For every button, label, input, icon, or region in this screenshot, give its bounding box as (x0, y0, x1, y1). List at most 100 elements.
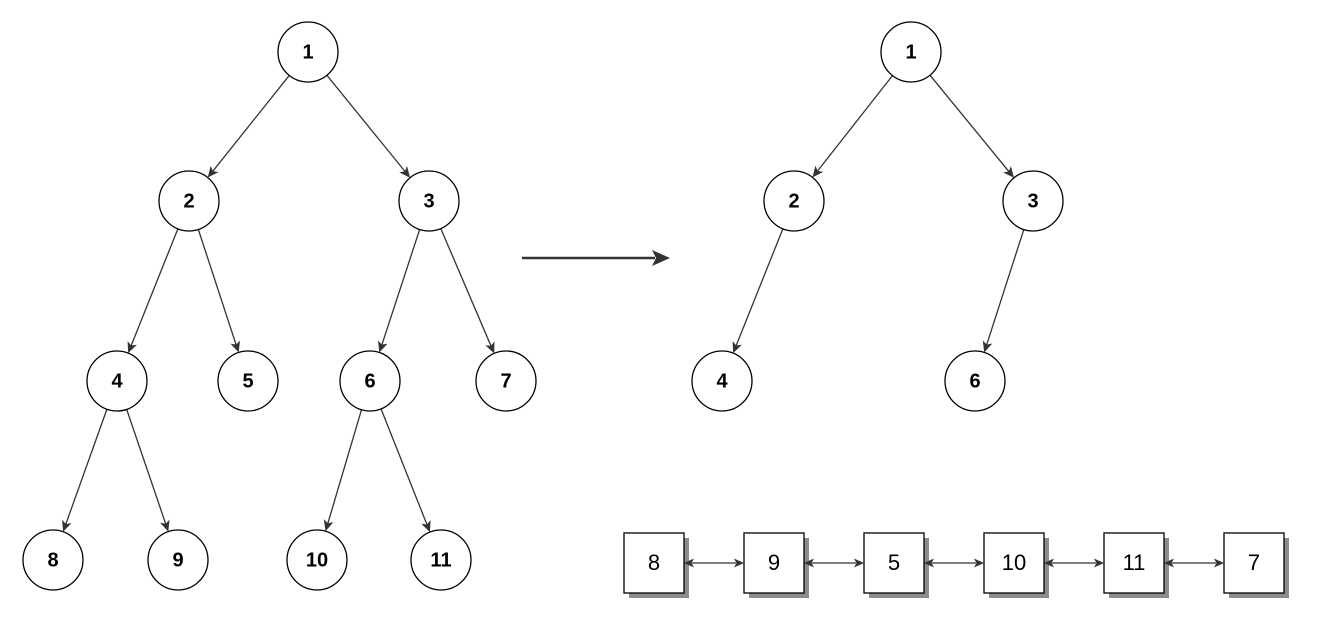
node-label: 5 (242, 370, 253, 392)
original-tree-edge-arrowhead (399, 166, 411, 178)
result-tree-edge-arrowhead (1003, 166, 1014, 178)
original-tree-edge-arrowhead (421, 520, 431, 533)
list-link-arrowhead-left (804, 558, 814, 568)
result-tree-edge-r2-r4 (735, 228, 784, 346)
result-tree-node-2: 2 (763, 170, 825, 232)
list-link (1164, 558, 1224, 568)
original-tree-node-3: 3 (398, 170, 460, 232)
node-label: 2 (183, 190, 194, 212)
list-item-box (1223, 532, 1285, 594)
list-item-label: 9 (768, 550, 780, 575)
list-link-arrowhead-right (974, 558, 984, 568)
original-tree-edge-arrowhead (323, 519, 334, 532)
node-circle (277, 21, 339, 83)
node-circle (410, 529, 472, 591)
node-label: 7 (500, 370, 511, 392)
list-link (1044, 558, 1104, 568)
list-item-label: 7 (1248, 550, 1260, 575)
result-tree-edge-arrowhead (982, 340, 993, 353)
node-circle (880, 21, 942, 83)
edges-layer (62, 74, 1025, 533)
list-link-arrowhead-right (1214, 558, 1224, 568)
list-item-9: 9 (743, 532, 809, 598)
node-label: 3 (423, 190, 434, 212)
result-tree-node-4: 4 (691, 350, 753, 412)
original-tree-edge-n2-n5 (197, 229, 237, 346)
list-item-label: 11 (1123, 550, 1146, 575)
list-link-arrowhead-left (684, 558, 694, 568)
node-label: 1 (905, 41, 916, 63)
node-circle (217, 350, 279, 412)
node-label: 1 (302, 41, 313, 63)
list-item-box (1103, 532, 1165, 594)
original-tree-node-5: 5 (217, 350, 279, 412)
node-label: 3 (1027, 190, 1038, 212)
node-circle (475, 350, 537, 412)
original-tree-edge-n6-n11 (380, 408, 428, 525)
list-link (804, 558, 864, 568)
list-item-10: 10 (983, 532, 1049, 598)
node-circle (339, 350, 401, 412)
node-label: 6 (969, 370, 980, 392)
original-tree-edge-arrowhead (62, 519, 72, 532)
result-tree-edge-arrowhead (732, 341, 742, 354)
node-circle (86, 350, 148, 412)
original-tree-edge-n3-n6 (381, 229, 421, 346)
list-link-arrowhead-left (924, 558, 934, 568)
list-link-arrowhead-left (1164, 558, 1174, 568)
list-link-arrowhead-right (854, 558, 864, 568)
original-tree-node-6: 6 (339, 350, 401, 412)
original-tree-node-8: 8 (22, 529, 84, 591)
node-circle (944, 350, 1006, 412)
transform-arrowhead (652, 250, 670, 266)
original-tree-node-11: 11 (410, 529, 472, 591)
node-label: 4 (111, 370, 123, 392)
original-tree-edge-n3-n7 (440, 228, 492, 347)
result-tree-node-6: 6 (944, 350, 1006, 412)
node-circle (691, 350, 753, 412)
node-label: 10 (306, 549, 328, 571)
list-item-label: 10 (1002, 550, 1026, 575)
result-tree-node-1: 1 (880, 21, 942, 83)
original-tree-edge-n4-n9 (126, 409, 167, 525)
node-label: 8 (47, 549, 58, 571)
result-tree-edge-r3-r6 (986, 229, 1025, 346)
original-tree-edge-n6-n10 (327, 409, 363, 524)
original-tree-edge-arrowhead (485, 341, 495, 354)
result-tree-node-3: 3 (1002, 170, 1064, 232)
original-tree-edge-arrowhead (160, 519, 170, 532)
node-label: 6 (364, 370, 375, 392)
node-label: 2 (788, 190, 799, 212)
result-tree-edge-r1-r2 (816, 75, 893, 172)
node-label: 4 (716, 370, 728, 392)
list-item-label: 5 (888, 550, 900, 575)
list-link-arrowhead-right (734, 558, 744, 568)
leaf-linked-list: 8 9 5 10 11 7 (623, 532, 1289, 598)
list-item-11: 11 (1103, 532, 1169, 598)
original-tree-node-1: 1 (277, 21, 339, 83)
node-label: 9 (172, 549, 183, 571)
list-item-7: 7 (1223, 532, 1289, 598)
list-link-arrowhead-right (1094, 558, 1104, 568)
original-tree-node-7: 7 (475, 350, 537, 412)
node-circle (158, 170, 220, 232)
original-tree-node-10: 10 (286, 529, 348, 591)
node-circle (398, 170, 460, 232)
node-circle (1002, 170, 1064, 232)
list-link (684, 558, 744, 568)
result-tree-edge-r1-r3 (929, 74, 1010, 173)
list-item-box (623, 532, 685, 594)
original-tree-edge-n1-n2 (212, 75, 290, 172)
original-tree-edge-n1-n3 (326, 74, 406, 172)
list-item-5: 5 (863, 532, 929, 598)
original-tree-edge-arrowhead (378, 340, 388, 353)
node-circle (147, 529, 209, 591)
node-label: 11 (430, 549, 451, 571)
list-link-arrowhead-left (1044, 558, 1054, 568)
list-item-box (743, 532, 805, 594)
original-tree-edge-arrowhead (127, 341, 137, 354)
original-tree-edge-n4-n8 (65, 409, 108, 525)
original-tree-node-4: 4 (86, 350, 148, 412)
original-tree-node-2: 2 (158, 170, 220, 232)
list-item-label: 8 (648, 550, 660, 575)
